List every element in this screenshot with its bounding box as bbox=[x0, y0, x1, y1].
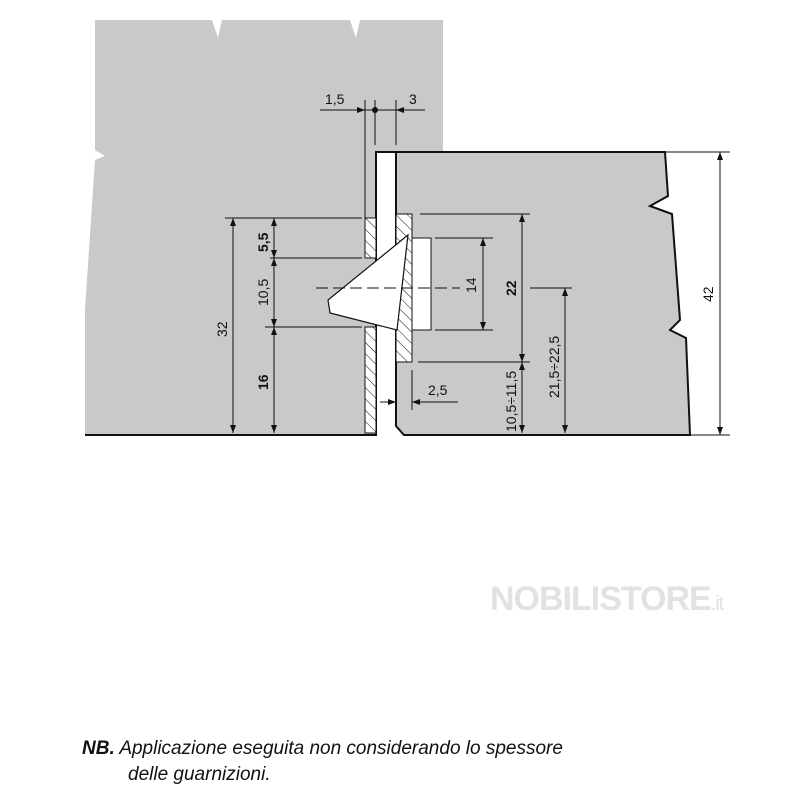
dim-gap-right: 3 bbox=[409, 91, 417, 107]
reference-dot bbox=[372, 107, 378, 113]
dim-middle: 10,5 bbox=[255, 279, 271, 306]
dim-clearance: 2,5 bbox=[428, 382, 448, 398]
watermark-logo: NOBILISTORE.it bbox=[490, 580, 725, 619]
right-panel bbox=[395, 151, 692, 436]
note-prefix: NB. bbox=[82, 738, 115, 759]
dim-panel-height: 42 bbox=[700, 286, 716, 302]
dim-top-offset: 5,5 bbox=[255, 232, 271, 252]
cone-hook bbox=[327, 233, 409, 331]
watermark-suffix: .it bbox=[710, 593, 725, 615]
insert-recess bbox=[411, 237, 432, 331]
watermark-brand: NOBILISTORE bbox=[490, 580, 712, 618]
dim-total-left: 32 bbox=[214, 321, 230, 337]
dim-center-height: 21,5÷22,5 bbox=[546, 336, 562, 398]
dim-plate-bottom: 10,5÷11,5 bbox=[503, 371, 519, 432]
dim-gap-left: 1,5 bbox=[325, 91, 345, 107]
note-line1: Applicazione eseguita non considerando l… bbox=[119, 738, 563, 759]
left-plate-lower bbox=[364, 326, 377, 434]
left-plate-upper bbox=[364, 217, 377, 259]
dim-plate-height: 22 bbox=[503, 280, 519, 296]
left-panel bbox=[85, 20, 443, 435]
dim-bottom: 16 bbox=[255, 374, 271, 390]
dim-insert-height: 14 bbox=[463, 277, 479, 293]
note-line2: delle guarnizioni. bbox=[128, 764, 271, 785]
footnote: NB. Applicazione eseguita non consideran… bbox=[82, 736, 563, 788]
